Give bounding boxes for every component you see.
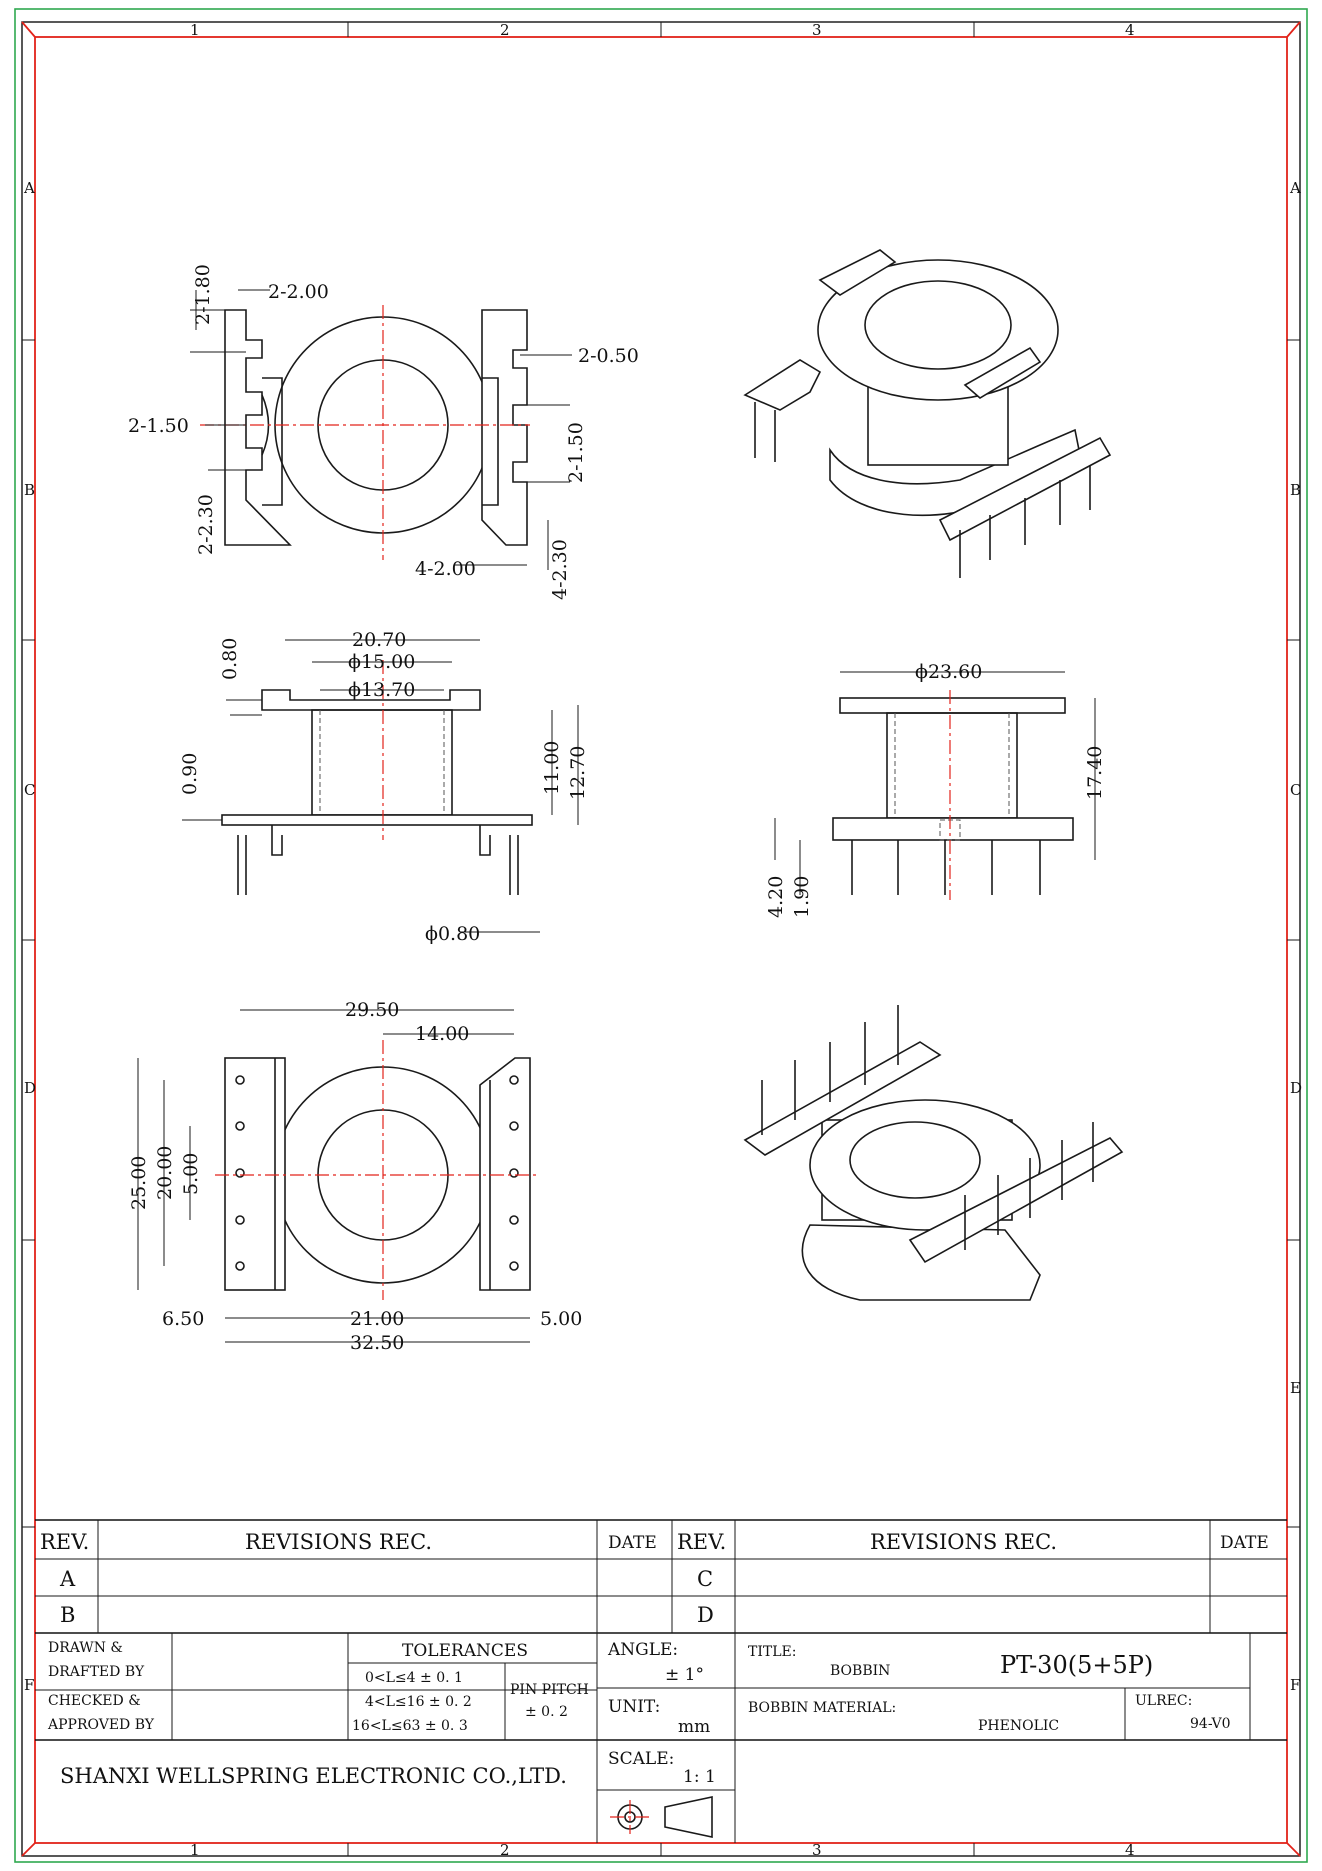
revisions-rec-header-right: REVISIONS REC. [870,1530,1057,1554]
rev-b: B [60,1603,75,1627]
title-block [35,1633,1287,1843]
zone-col-4-top: 4 [1125,21,1135,39]
rev-header-left: REV. [40,1530,89,1554]
isometric-view-bottom [743,1005,1124,1301]
checked-label-line1: CHECKED & [48,1693,141,1709]
unit-label: UNIT: [608,1697,660,1717]
dim-29-50: 29.50 [345,999,399,1021]
bottom-view-dimensions: 29.50 14.00 25.00 20.00 5.00 6.50 21.00 … [128,999,582,1354]
rev-d: D [697,1603,714,1627]
zone-row-b-right: B [1290,481,1301,499]
dim-12-70: 12.70 [567,746,589,800]
dim-2-1-80: 2-1.80 [192,264,214,325]
dim-2-2-00: 2-2.00 [268,281,329,303]
side-view-dimensions: ϕ23.60 17.40 4.20 1.90 [765,661,1106,918]
dim-4-20: 4.20 [765,876,787,918]
title-label: TITLE: [748,1644,796,1660]
checked-label-line2: APPROVED BY [47,1717,155,1733]
bottom-view [137,1009,540,1343]
unit-value: mm [678,1717,710,1737]
zone-col-1-top: 1 [190,21,200,39]
dim-2-1-50-left: 2-1.50 [128,415,189,437]
date-header-right: DATE [1220,1533,1269,1553]
side-view [774,671,1096,900]
pin-pitch-label: PIN PITCH [510,1682,589,1698]
dim-4-2-00: 4-2.00 [415,558,476,580]
title-value: BOBBIN [830,1663,890,1679]
ul-label: ULREC: [1135,1693,1192,1709]
dim-32-50: 32.50 [350,1332,404,1354]
dim-5-00-vertical: 5.00 [180,1153,202,1195]
revision-table [35,1519,1287,1634]
dim-4-2-30: 4-2.30 [549,539,571,600]
zone-row-f-right: F [1290,1676,1300,1694]
zone-col-3-bottom: 3 [812,1841,822,1859]
scale-value: 1: 1 [683,1767,716,1787]
dim-20-00: 20.00 [154,1146,176,1200]
dim-1-90: 1.90 [791,876,813,918]
zone-row-d-right: D [1290,1079,1302,1097]
dim-2-2-30: 2-2.30 [195,494,217,555]
zone-col-2-bottom: 2 [500,1841,510,1859]
ul-value: 94-V0 [1190,1716,1231,1732]
drawing-frame [14,8,1308,1863]
revision-table-text: REV. REVISIONS REC. DATE REV. REVISIONS … [40,1530,1269,1627]
isometric-view-top [743,249,1112,578]
angle-value: ± 1° [665,1665,704,1685]
dim-0-80: 0.80 [219,638,241,680]
revisions-rec-header-left: REVISIONS REC. [245,1530,432,1554]
rev-c: C [697,1567,713,1591]
part-number: PT-30(5+5P) [1000,1651,1153,1679]
material-label: BOBBIN MATERIAL: [748,1700,896,1716]
dim-phi-13-70: ϕ13.70 [348,679,415,701]
drawn-label-line2: DRAFTED BY [48,1664,145,1680]
zone-row-e-right: E [1290,1379,1301,1397]
zone-col-3-top: 3 [812,21,822,39]
dim-2-0-50: 2-0.50 [578,345,639,367]
rev-header-right: REV. [677,1530,726,1554]
dim-2-1-50-right: 2-1.50 [565,422,587,483]
dim-0-90: 0.90 [179,753,201,795]
drawn-label-line1: DRAWN & [48,1640,123,1656]
material-value: PHENOLIC [978,1718,1059,1734]
dim-6-50: 6.50 [162,1308,204,1330]
zone-row-c-left: C [24,781,35,799]
dim-20-70: 20.70 [352,629,406,651]
zone-labels: 1 2 3 4 1 2 3 4 A B C D F A B C D E F [23,21,1302,1859]
tolerance-row-3: 16<L≤63 ± 0. 3 [352,1718,468,1734]
dim-11-00: 11.00 [541,741,563,795]
dim-17-40: 17.40 [1084,746,1106,800]
front-view-dimensions: 20.70 ϕ15.00 ϕ13.70 0.80 0.90 11.00 12.7… [179,629,589,945]
zone-row-b-left: B [24,481,35,499]
scale-label: SCALE: [608,1749,674,1769]
top-view-dimensions: 2-1.80 2-2.00 2-0.50 2-1.50 2-1.50 2-2.3… [128,264,639,600]
tolerances-label: TOLERANCES [402,1641,528,1661]
zone-row-a-left: A [23,179,35,197]
pin-pitch-value: ± 0. 2 [525,1704,568,1720]
front-view [182,639,579,933]
tolerance-row-2: 4<L≤16 ± 0. 2 [365,1694,472,1710]
angle-label: ANGLE: [607,1640,678,1660]
dim-21-00: 21.00 [350,1308,404,1330]
rev-a: A [59,1567,76,1591]
dim-phi-0-80: ϕ0.80 [425,923,480,945]
zone-col-2-top: 2 [500,21,510,39]
zone-row-f-left: F [24,1676,34,1694]
zone-col-1-bottom: 1 [190,1841,200,1859]
dim-5-00-horizontal: 5.00 [540,1308,582,1330]
zone-row-d-left: D [24,1079,36,1097]
tolerance-row-1: 0<L≤4 ± 0. 1 [365,1670,463,1686]
company-name: SHANXI WELLSPRING ELECTRONIC CO.,LTD. [60,1764,567,1788]
zone-col-4-bottom: 4 [1125,1841,1135,1859]
zone-row-a-right: A [1289,179,1301,197]
top-view [190,289,572,570]
dim-25-00: 25.00 [128,1156,150,1210]
zone-row-c-right: C [1290,781,1301,799]
dim-14-00: 14.00 [415,1023,469,1045]
title-block-text: DRAWN & DRAFTED BY CHECKED & APPROVED BY… [47,1640,1231,1788]
dim-phi-23-60: ϕ23.60 [915,661,982,683]
date-header-left: DATE [608,1533,657,1553]
dim-phi-15-00: ϕ15.00 [348,651,415,673]
